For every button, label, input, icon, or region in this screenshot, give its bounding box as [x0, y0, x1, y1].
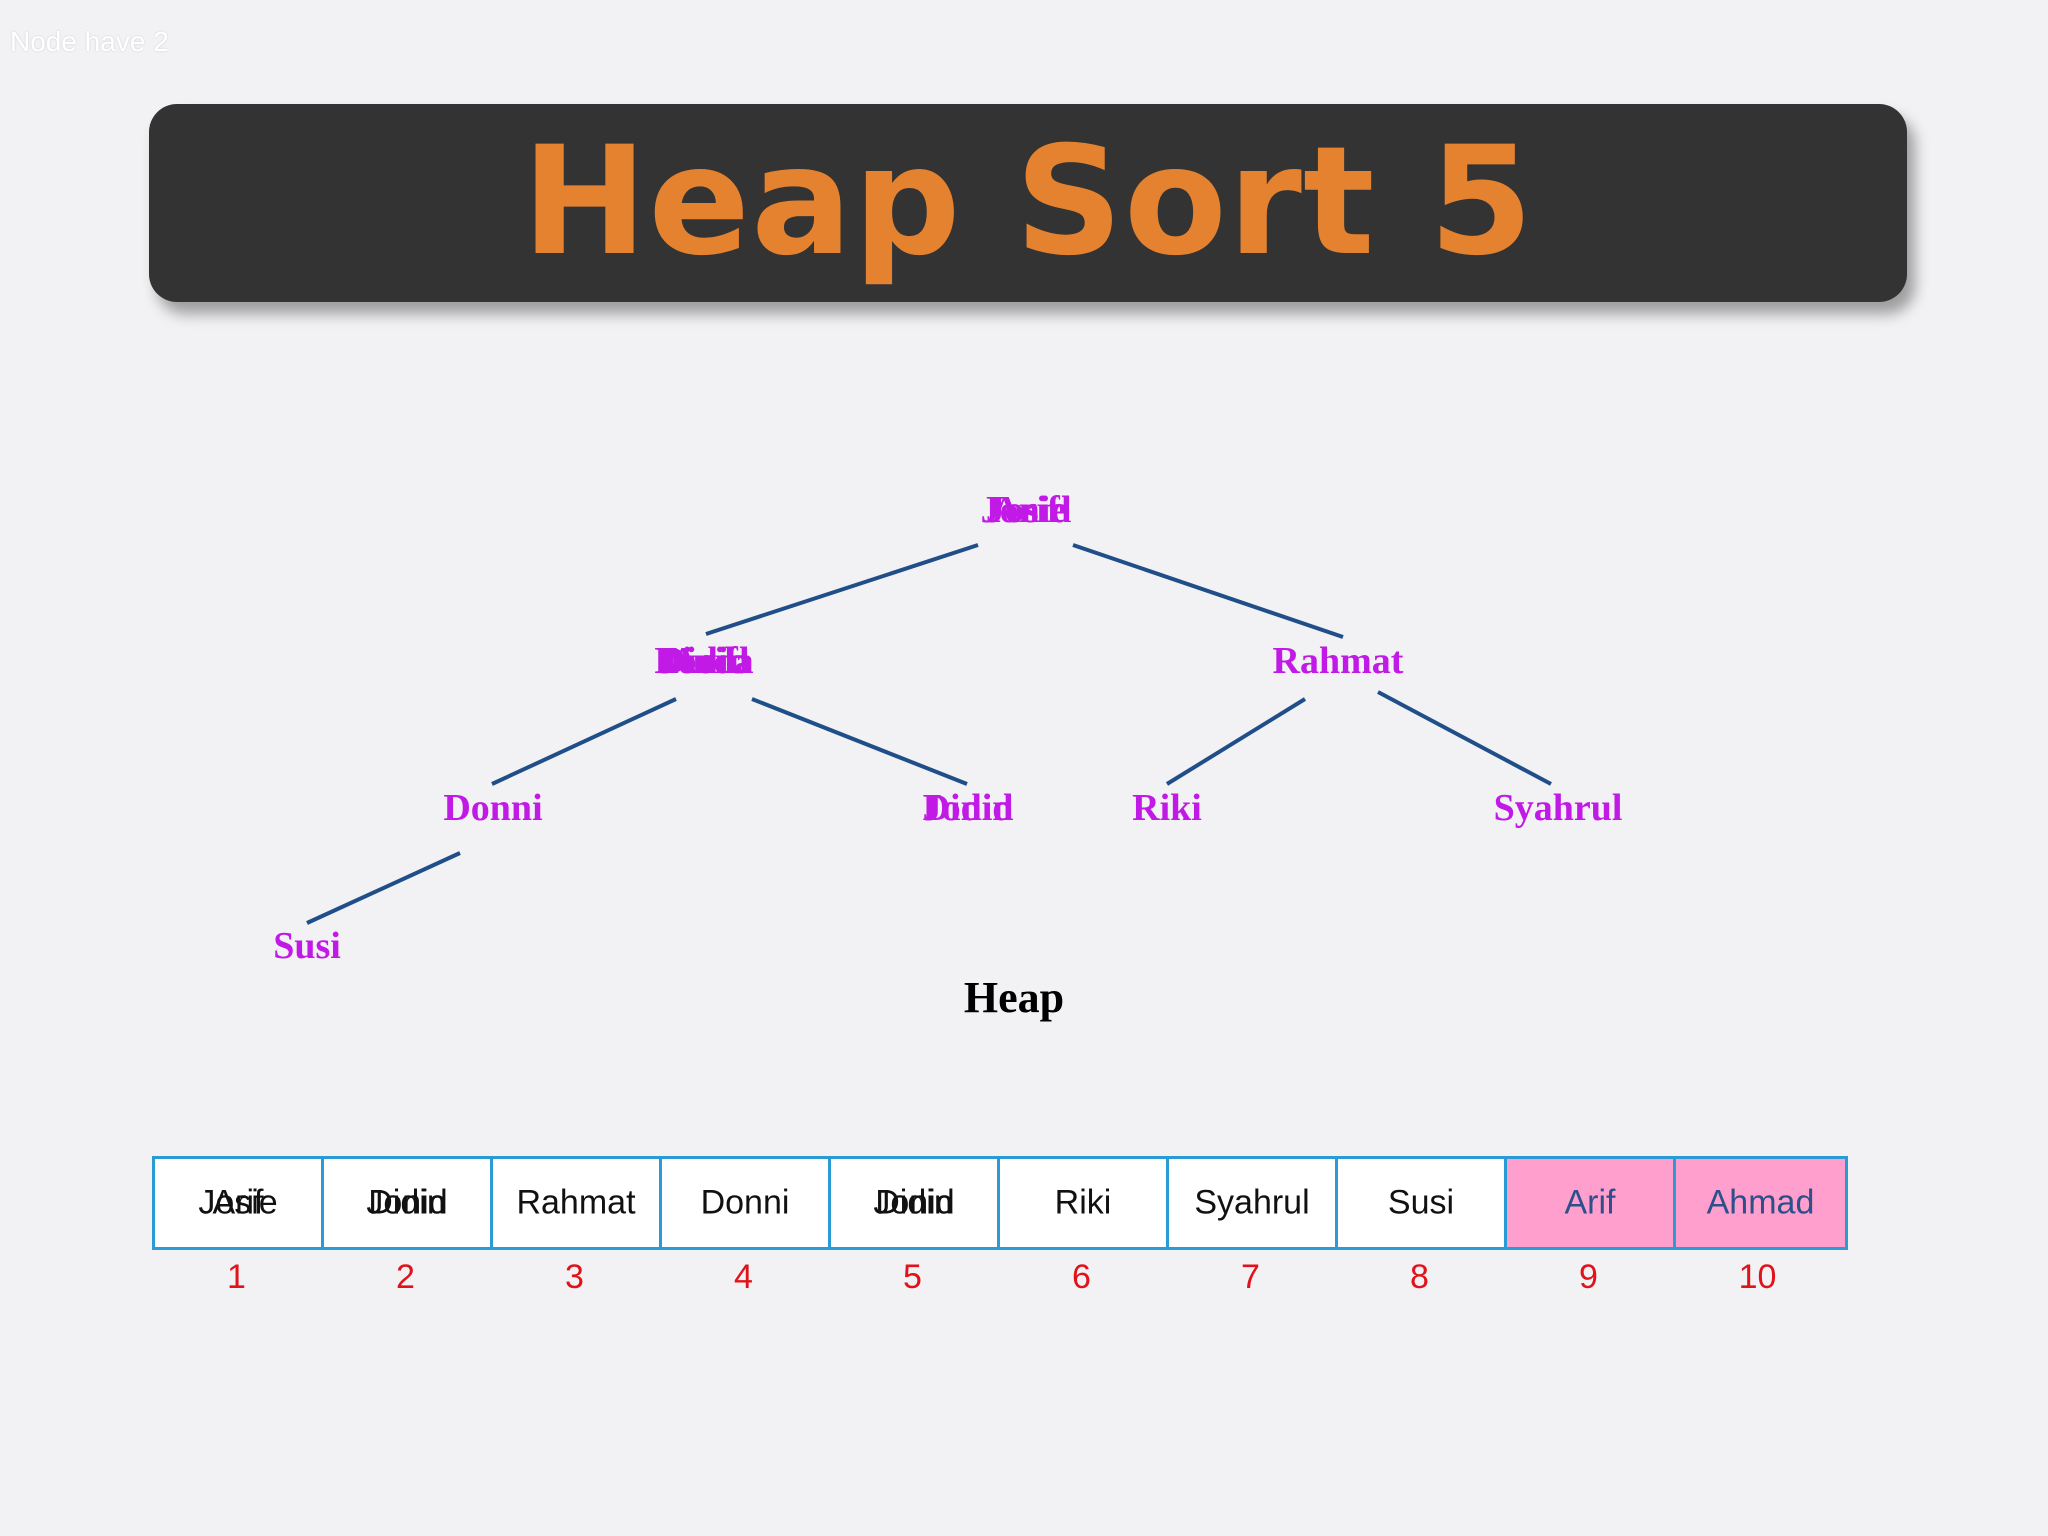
tree-node-label: Susi [273, 925, 341, 967]
array-cell-label: Arif [212, 1183, 264, 1222]
array-cell-label: Rahmat [516, 1183, 636, 1222]
tree-node-label: Syahrul [1494, 787, 1623, 829]
tree-edge-n2-n5 [751, 697, 968, 786]
tree-edge-n3-n7 [1377, 690, 1552, 786]
tree-node-label: Rahmat [1273, 640, 1404, 682]
array-index: 10 [1738, 1258, 1777, 1296]
array-index: 4 [734, 1258, 753, 1296]
array-cell-label: Susi [1387, 1183, 1455, 1222]
tree-node-label: Josie [986, 489, 1066, 531]
tree-node-label: Arif [670, 640, 739, 682]
tree-edge-n3-n6 [1165, 697, 1307, 786]
array-index: 2 [396, 1258, 415, 1296]
array-index: 6 [1072, 1258, 1091, 1296]
tree-node-label: Jonid [659, 640, 750, 682]
array-index: 5 [903, 1258, 922, 1296]
array-cell-label: Jonid [366, 1183, 448, 1222]
tree-node-label: Didin [659, 640, 750, 682]
tree-node-label: Jonid [981, 489, 1072, 531]
array-cell-label: Donni [700, 1183, 790, 1222]
array-cell: Donni [662, 1159, 831, 1247]
tree-edge-n1-n2 [705, 543, 979, 636]
array-index: 8 [1410, 1258, 1429, 1296]
array-cell-label: Syahrul [1194, 1183, 1310, 1222]
tree-node-label: Jonid [923, 787, 1014, 829]
tree-node-label: Donni [443, 787, 542, 829]
title-banner: Heap Sort 5 [149, 104, 1907, 302]
slide-title: Heap Sort 5 [521, 115, 1535, 289]
heap-caption: Heap [963, 973, 1065, 1022]
tree-node-label: Dinda [654, 640, 753, 682]
array-cell-sorted: Arif [1507, 1159, 1676, 1247]
array-cell-label: Didin [875, 1183, 953, 1222]
array-cell-sorted: Ahmad [1676, 1159, 1845, 1247]
tree-edge-n4-n8 [306, 851, 461, 925]
array-indices: 1 2 3 4 5 6 7 8 9 10 [152, 1258, 1842, 1297]
array-cell: Rahmat [493, 1159, 662, 1247]
tree-edge-n1-n3 [1072, 543, 1344, 639]
array-cell-label: Ahmad [1706, 1183, 1815, 1222]
array-index: 3 [565, 1258, 584, 1296]
array-cell-label: Arif [1564, 1183, 1616, 1222]
tree-node-label: Didin [923, 787, 1014, 829]
array-index: 1 [227, 1258, 246, 1296]
array-cell-label: Didin [368, 1183, 446, 1222]
array-cell: Syahrul [1169, 1159, 1338, 1247]
array-cell: Riki [1000, 1159, 1169, 1247]
tree-edges [306, 543, 1552, 925]
array-cell: Susi [1338, 1159, 1507, 1247]
tree-node-label: Arif [992, 489, 1061, 531]
array-cell-label: Jonid [873, 1183, 955, 1222]
array-cell-label: Josie [198, 1183, 278, 1222]
tree-edge-n2-n4 [491, 697, 677, 786]
array-index: 7 [1241, 1258, 1260, 1296]
tree-node-label: Riki [1132, 787, 1202, 829]
corner-note: Node have 2 [10, 26, 169, 57]
array-cell-label: Riki [1054, 1183, 1112, 1222]
array-index: 9 [1579, 1258, 1598, 1296]
